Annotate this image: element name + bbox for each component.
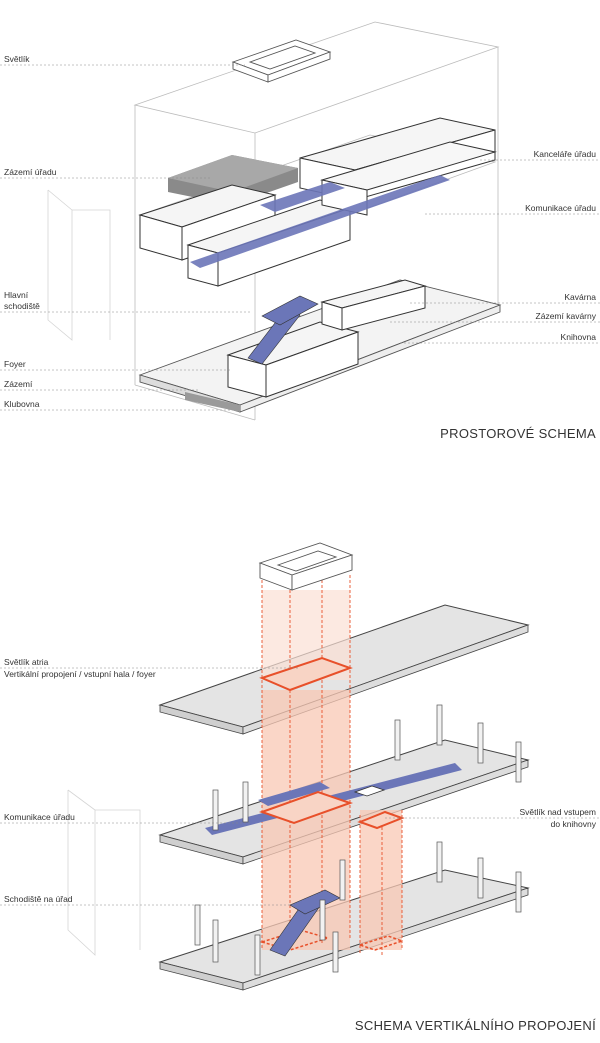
vertical-connection-lines (261, 575, 403, 955)
atrium-skylight-outline (259, 656, 353, 692)
label-main-stair-2: schodiště (4, 301, 40, 311)
label-facilities: Zázemí (4, 379, 33, 389)
label-vertical-connection: Vertikální propojení / vstupní hala / fo… (4, 669, 156, 679)
label-club-room: Klubovna (4, 399, 40, 409)
label-skylight-entrance-2: do knihovny (550, 819, 596, 829)
leader-lines-1 (0, 64, 600, 411)
neighbour-building (47, 189, 111, 341)
label-cafe-facilities: Zázemí kavárny (535, 311, 596, 321)
columns (194, 704, 522, 976)
neighbour-building-2 (67, 789, 141, 956)
label-atrium-skylight: Světlík atria (4, 657, 49, 667)
label-main-stair-1: Hlavní (4, 290, 29, 300)
title-spatial-schema: PROSTOROVÉ SCHEMA (440, 426, 596, 441)
leader-lines-2 (0, 667, 600, 906)
label-cafe: Kavárna (564, 292, 596, 302)
label-offices: Kanceláře úřadu (533, 149, 596, 159)
spatial-schema (47, 21, 502, 421)
label-stairs-to-office: Schodiště na úřad (4, 894, 73, 904)
label-skylight-entrance-1: Světlík nad vstupem (519, 807, 596, 817)
skylight-box (231, 39, 332, 83)
label-office-circulation-2: Komunikace úřadu (4, 812, 75, 822)
label-office-circulation: Komunikace úřadu (525, 203, 596, 213)
label-skylight: Světlík (4, 54, 30, 64)
label-office-facilities: Zázemí úřadu (4, 167, 57, 177)
title-vertical-schema: SCHEMA VERTIKÁLNÍHO PROPOJENÍ (354, 1018, 596, 1033)
label-library: Knihovna (560, 332, 596, 342)
skylight-box-2 (258, 542, 354, 591)
upper-floor (138, 117, 497, 287)
main-staircase (247, 295, 319, 365)
label-foyer: Foyer (4, 359, 26, 369)
vertical-schema (67, 542, 530, 991)
ground-floor (138, 279, 502, 413)
